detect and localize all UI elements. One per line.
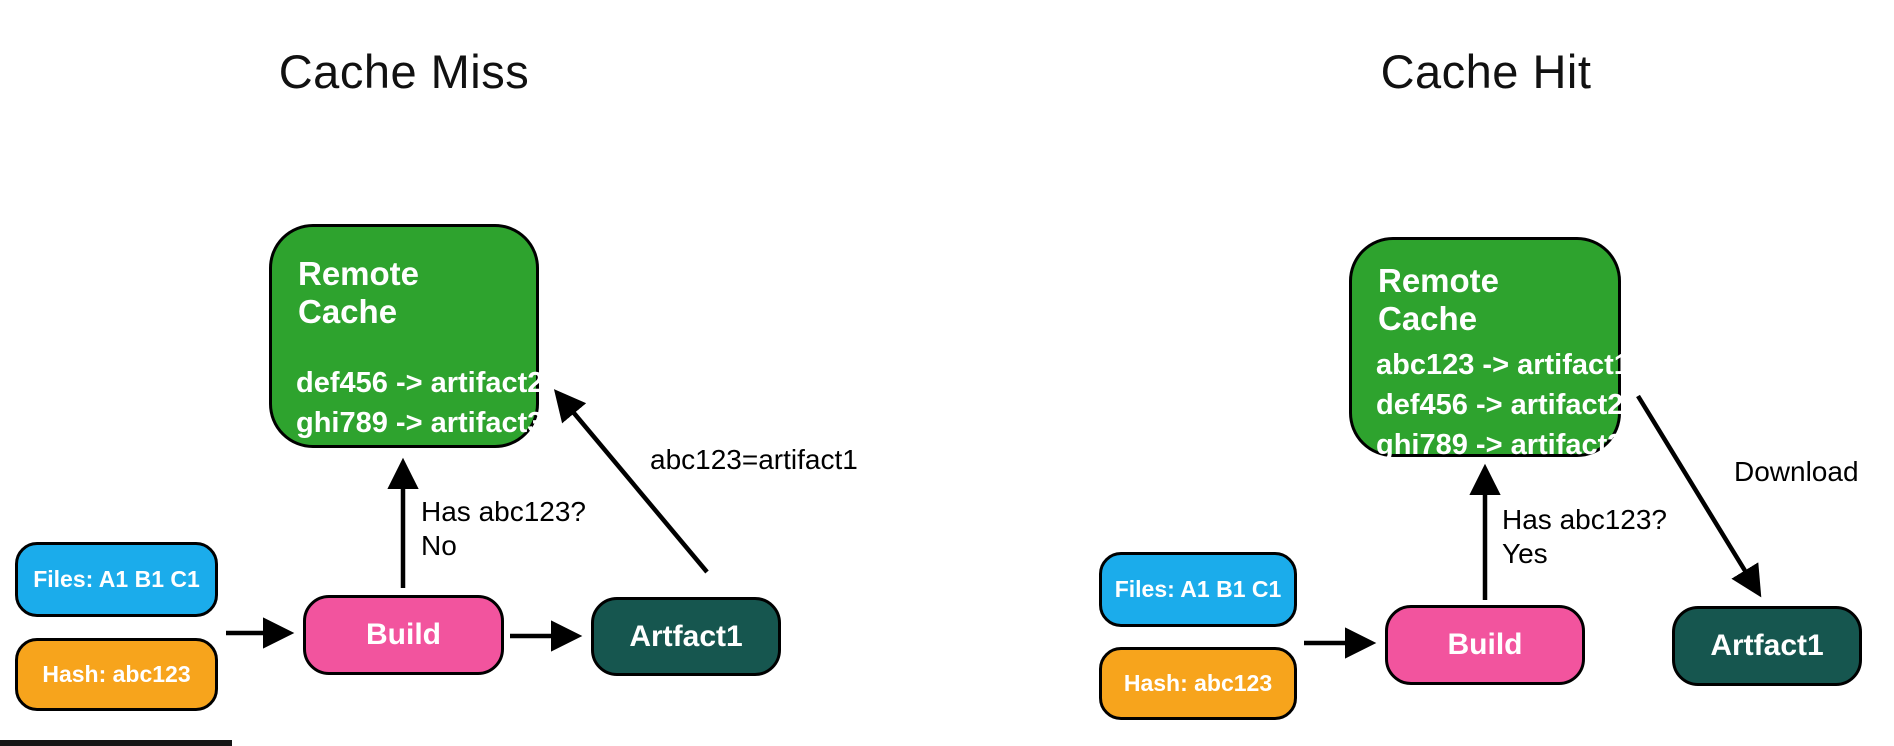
edge-label-answer-hit: Yes <box>1502 538 1548 569</box>
artifact-node-hit: Artfact1 <box>1672 606 1862 686</box>
edge-label-has-hash-hit: Has abc123? <box>1502 504 1668 535</box>
hash-node-hit: Hash: abc123 <box>1099 647 1297 720</box>
edge-label-has-hash-miss: Has abc123? <box>421 496 587 527</box>
hash-node-miss: Hash: abc123 <box>15 638 218 711</box>
edge-label-answer-miss: No <box>421 530 457 561</box>
artifact-node-miss: Artfact1 <box>591 597 781 676</box>
build-node-hit: Build <box>1385 605 1585 685</box>
edge-label-upload-miss: abc123=artifact1 <box>650 444 858 475</box>
arrow-cache-to-artifact-hit <box>1636 394 1762 598</box>
cache-entry: ghi789 -> artifact3 <box>1376 429 1624 462</box>
remote-cache-node-hit: Remote Cache abc123 -> artifact1 def456 … <box>1349 237 1630 461</box>
cache-entry: def456 -> artifact2 <box>296 367 544 399</box>
files-node-hit: Files: A1 B1 C1 <box>1099 552 1297 627</box>
cache-entry: def456 -> artifact2 <box>1376 389 1624 422</box>
edge-label-download-hit: Download <box>1734 456 1859 487</box>
cache-entry: abc123 -> artifact1 <box>1376 349 1630 381</box>
remote-cache-node-miss: Remote Cache def456 -> artifact2 ghi789 … <box>269 224 544 448</box>
cache-entry: ghi789 -> artifact3 <box>296 407 544 440</box>
cache-miss-title: Cache Miss <box>278 45 530 98</box>
remote-cache-title-hit: Remote Cache <box>1378 262 1500 337</box>
remote-cache-entries-miss: def456 -> artifact2 ghi789 -> artifact3 <box>296 363 544 443</box>
build-node-miss: Build <box>303 595 504 675</box>
cache-hit-title: Cache Hit <box>1380 45 1592 98</box>
remote-cache-title-miss: Remote Cache <box>298 255 420 330</box>
bottom-left-dark-strip <box>0 740 232 746</box>
remote-cache-entries-hit: abc123 -> artifact1 def456 -> artifact2 … <box>1376 345 1630 465</box>
arrow-artifact-to-cache-miss <box>553 389 709 574</box>
files-node-miss: Files: A1 B1 C1 <box>15 542 218 617</box>
